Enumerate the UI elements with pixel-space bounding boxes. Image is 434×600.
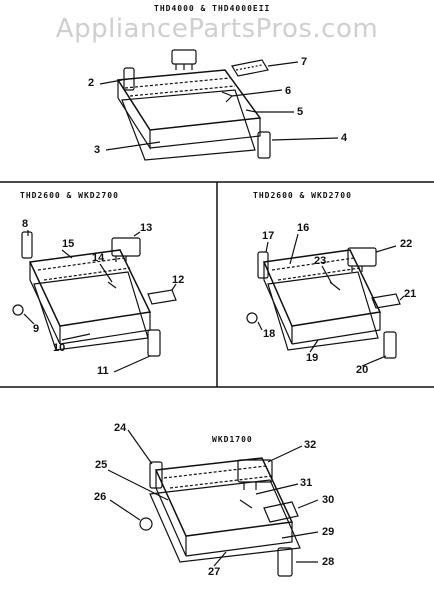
callout-15: 15 <box>62 238 75 250</box>
callout-17: 17 <box>262 230 275 242</box>
callout-24: 24 <box>114 422 127 434</box>
end-cap-8 <box>21 231 33 259</box>
callout-13: 13 <box>140 222 153 234</box>
section-title-mid-left: THD2600 & WKD2700 <box>20 191 119 200</box>
callout-4: 4 <box>341 132 348 144</box>
clip-5 <box>245 109 257 113</box>
switch-top <box>171 49 197 70</box>
callout-3: 3 <box>94 144 101 156</box>
end-cap-2 <box>123 67 135 91</box>
callout-28: 28 <box>322 556 335 568</box>
switch-12 <box>147 289 177 305</box>
section-title-mid-right: THD2600 & WKD2700 <box>253 191 352 200</box>
callout-6: 6 <box>285 85 292 97</box>
end-cap-28 <box>277 547 293 577</box>
callout-14: 14 <box>92 252 105 264</box>
callout-25: 25 <box>95 459 108 471</box>
callout-16: 16 <box>297 222 310 234</box>
knob-18 <box>246 312 258 324</box>
switch-22 <box>347 247 377 272</box>
section-title-bottom: WKD1700 <box>212 435 253 444</box>
callout-8: 8 <box>22 218 29 230</box>
clip-31 <box>239 499 253 509</box>
callout-23: 23 <box>314 255 327 267</box>
callout-29: 29 <box>322 526 335 538</box>
clip-14 <box>107 281 117 289</box>
callout-9: 9 <box>33 323 40 335</box>
callout-30: 30 <box>322 494 335 506</box>
switch-7 <box>231 59 269 77</box>
callout-12: 12 <box>172 274 185 286</box>
callout-32: 32 <box>304 439 317 451</box>
callout-18: 18 <box>263 328 276 340</box>
callout-2: 2 <box>88 77 95 89</box>
switch-13 <box>111 237 141 262</box>
clip-6 <box>221 91 234 103</box>
end-cap-4 <box>257 131 271 159</box>
control-panel-mid-right <box>262 249 382 351</box>
callout-7: 7 <box>301 56 308 68</box>
callout-10: 10 <box>53 342 66 354</box>
switch-21 <box>371 293 401 309</box>
watermark: AppliancePartsPros.com <box>55 14 379 44</box>
knob-26 <box>139 517 153 531</box>
switch-30 <box>263 501 299 523</box>
callout-11: 11 <box>97 365 109 377</box>
section-title-top: THD4000 & THD4000EII <box>154 4 271 13</box>
callout-20: 20 <box>356 364 369 376</box>
knob-9 <box>12 304 24 316</box>
end-cap-24 <box>149 461 163 489</box>
callout-21: 21 <box>404 288 417 300</box>
control-panel-mid-left <box>28 249 152 351</box>
control-panel-bottom <box>149 457 301 563</box>
end-cap-11 <box>147 329 161 357</box>
callout-26: 26 <box>94 491 107 503</box>
end-cap-17 <box>257 251 269 279</box>
callout-19: 19 <box>306 352 319 364</box>
control-panel-top <box>116 69 262 161</box>
end-cap-20 <box>383 331 397 359</box>
callout-27: 27 <box>208 566 221 578</box>
callout-22: 22 <box>400 238 413 250</box>
callout-5: 5 <box>297 106 304 118</box>
switch-32 <box>237 459 273 490</box>
callout-31: 31 <box>300 477 313 489</box>
